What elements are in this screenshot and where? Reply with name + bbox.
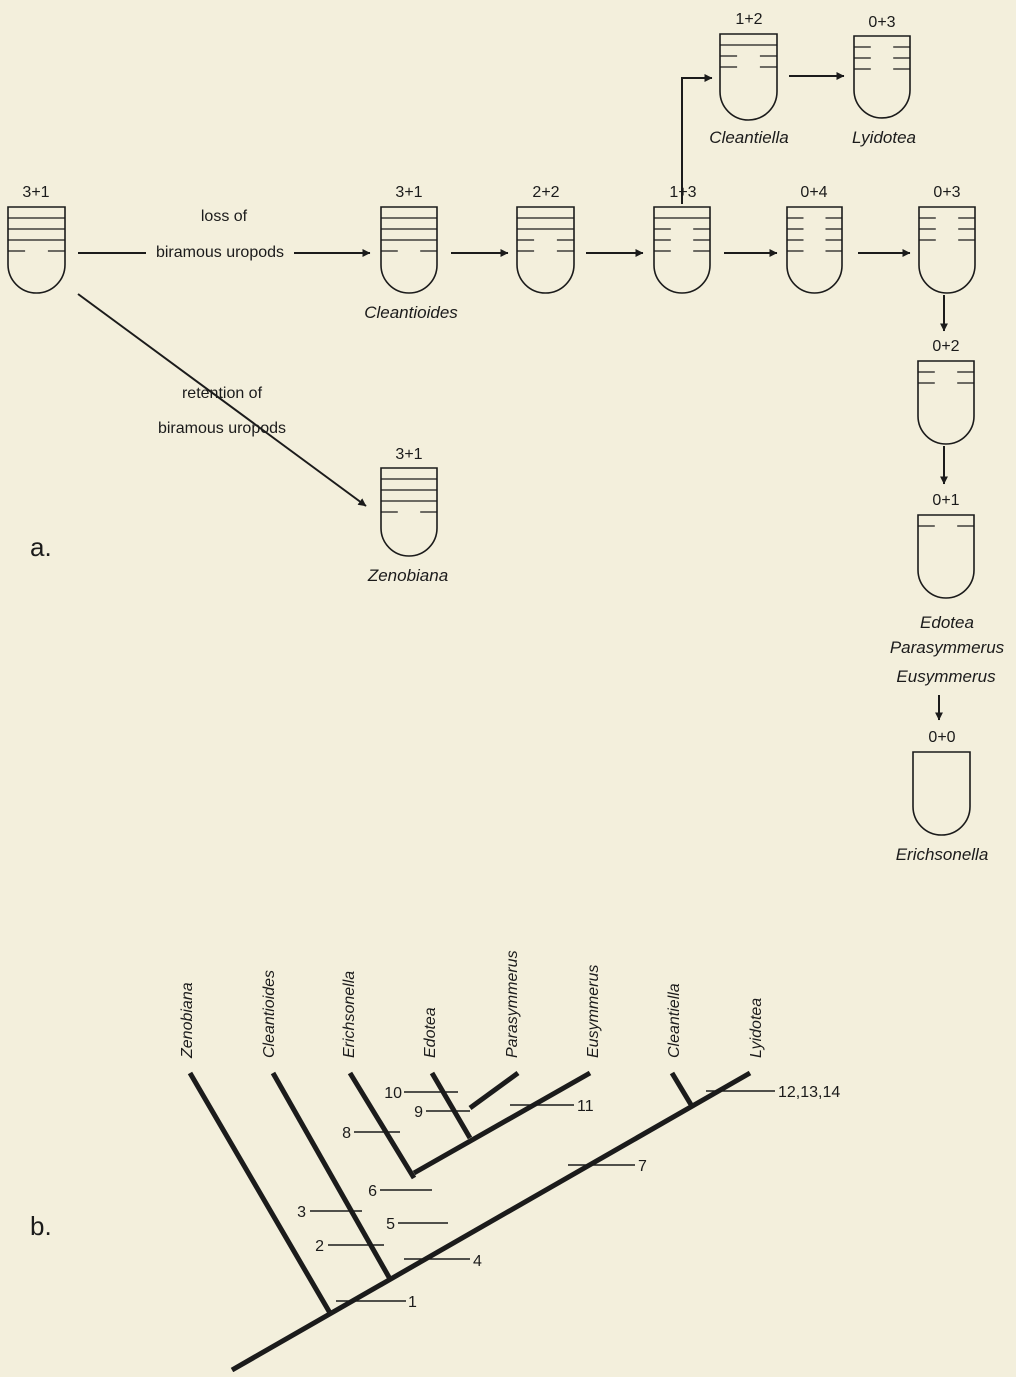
char-4: 4 (473, 1253, 482, 1270)
char-7: 7 (638, 1158, 647, 1175)
cleantiella-pleotelson (719, 33, 778, 121)
cleantiella-outline (719, 33, 778, 121)
cleantioides-outline (380, 206, 438, 294)
char-8: 8 (342, 1125, 351, 1142)
clade-taxon-cleantioides: Cleantioides (261, 970, 278, 1058)
branch-parasymmerus (468, 1070, 520, 1111)
arrow-to-cleantiella (681, 74, 713, 204)
s02-pleotelson (917, 360, 975, 445)
root-outline (7, 206, 66, 294)
branch-main-axis (230, 1070, 752, 1373)
taxon-zenobiana: Zenobiana (367, 566, 448, 585)
branch-eusymmerus (412, 1070, 592, 1176)
taxon-erichsonella: Erichsonella (896, 845, 989, 864)
s02-outline (917, 360, 975, 445)
branch-erichsonella (347, 1071, 417, 1180)
clade-taxon-erichsonella: Erichsonella (341, 971, 358, 1058)
char-3: 3 (297, 1204, 306, 1221)
s04-outline (786, 206, 843, 294)
formula-0-3: 0+3 (933, 184, 960, 201)
cladogram-branches (187, 1070, 752, 1373)
s13-outline (653, 206, 711, 294)
clade-taxon-lyidotea: Lyidotea (748, 998, 765, 1058)
formula-1-3: 1+3 (669, 184, 696, 201)
pleotelson-shapes (380, 33, 976, 836)
clade-taxon-cleantiella: Cleantiella (666, 983, 683, 1058)
char-1: 1 (408, 1294, 417, 1311)
clade-taxon-parasymmerus: Parasymmerus (504, 950, 521, 1058)
taxon-parasymmerus: Parasymmerus (890, 638, 1005, 657)
s04-pleotelson (786, 206, 843, 294)
edotea-outline (917, 514, 975, 599)
lyidotea-outline (853, 35, 911, 119)
flow-arrows (77, 72, 948, 721)
root-pleotelson (7, 206, 66, 294)
clade-taxon-eusymmerus: Eusymmerus (585, 965, 602, 1058)
lyidotea-pleotelson (853, 35, 911, 119)
panel-b: b. Zenobiana Cleantioides Erichsonella E… (30, 950, 840, 1373)
s22-outline (516, 206, 575, 294)
retention-label-line1: retention of (182, 385, 263, 402)
formula-lyidotea: 0+3 (868, 14, 895, 31)
loss-label-line2: biramous uropods (156, 244, 284, 261)
char-10: 10 (384, 1085, 402, 1102)
taxon-lyidotea: Lyidotea (852, 128, 916, 147)
char-12-13-14: 12,13,14 (778, 1084, 840, 1101)
formula-2-2: 2+2 (532, 184, 559, 201)
formula-0-1: 0+1 (932, 492, 959, 509)
char-6: 6 (368, 1183, 377, 1200)
erichsonella-pleotelson (912, 751, 971, 836)
char-2: 2 (315, 1238, 324, 1255)
loss-label-line1: loss of (201, 208, 248, 225)
s13-pleotelson (653, 206, 711, 294)
s03-pleotelson (918, 206, 976, 294)
edotea-pleotelson (917, 514, 975, 599)
branch-edotea (429, 1071, 473, 1140)
arrow-to-zenobiana (77, 293, 367, 507)
char-11: 11 (577, 1098, 594, 1115)
panel-a: a. loss of biramous uropods retention of… (7, 11, 1005, 864)
retention-label-line2: biramous uropods (158, 420, 286, 437)
clade-taxon-edotea: Edotea (422, 1007, 439, 1058)
char-5: 5 (386, 1216, 395, 1233)
panel-a-label: a. (30, 532, 52, 562)
branch-cleantiella (669, 1071, 696, 1110)
taxon-cleantioides: Cleantioides (364, 303, 458, 322)
formula-zenobiana: 3+1 (395, 446, 422, 463)
zenobiana-pleotelson (380, 467, 438, 557)
clade-taxon-zenobiana: Zenobiana (179, 982, 196, 1059)
taxon-edotea: Edotea (920, 613, 974, 632)
formula-0-2: 0+2 (932, 338, 959, 355)
branch-zenobiana (187, 1071, 333, 1315)
panel-b-label: b. (30, 1211, 52, 1241)
taxon-eusymmerus: Eusymmerus (896, 667, 996, 686)
zenobiana-outline (380, 467, 438, 557)
formula-0-4: 0+4 (800, 184, 827, 201)
formula-cleantiella: 1+2 (735, 11, 762, 28)
formula-cleantioides: 3+1 (395, 184, 422, 201)
formula-0-0: 0+0 (928, 729, 955, 746)
s03-outline (918, 206, 976, 294)
taxon-cleantiella: Cleantiella (709, 128, 788, 147)
char-9: 9 (414, 1104, 423, 1121)
root-formula: 3+1 (22, 184, 49, 201)
s22-pleotelson (516, 206, 575, 294)
root-pleotelson (7, 206, 66, 294)
cleantioides-pleotelson (380, 206, 438, 294)
erichsonella-outline (912, 751, 971, 836)
character-marks (310, 1090, 775, 1302)
